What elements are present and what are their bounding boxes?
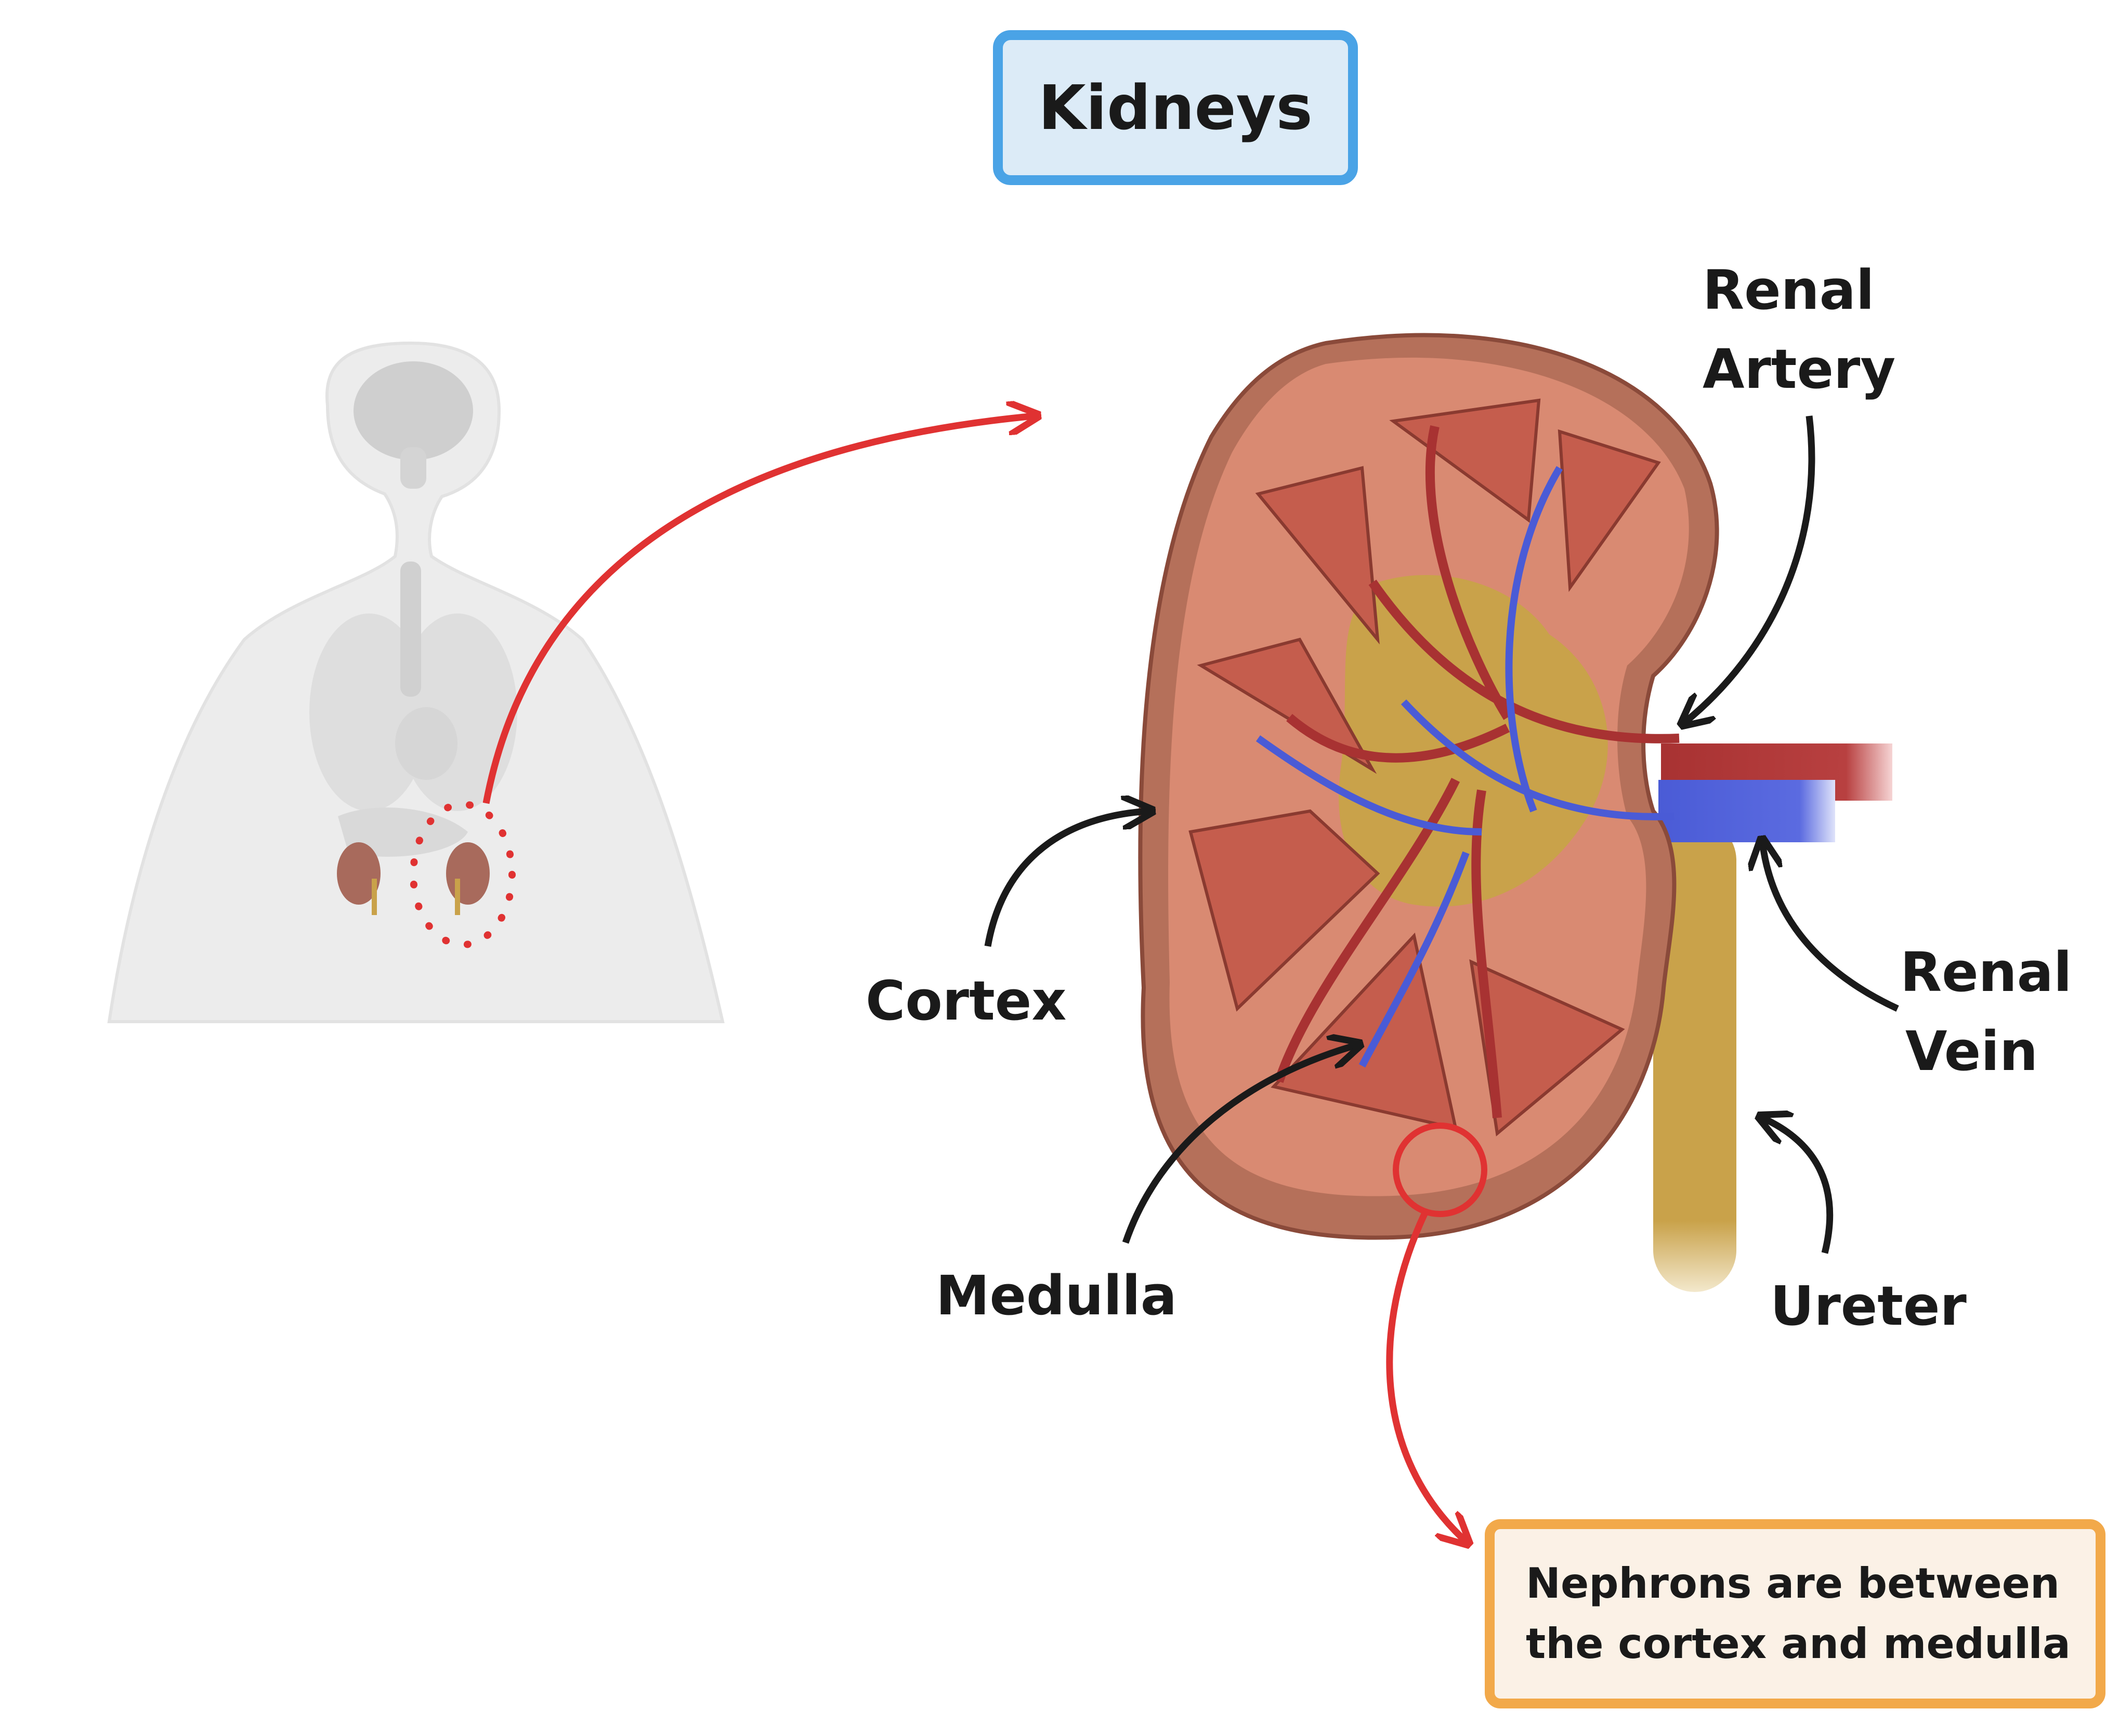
medulla-label: Medulla [936, 1264, 1177, 1327]
cortex-arrow [984, 811, 1149, 947]
renal-artery-label-line1: Renal [1703, 258, 1875, 322]
renal-vein-label-line1: Renal [1900, 941, 2072, 1004]
nephron-note-box: Nephrons are between the cortex and medu… [1485, 1519, 2105, 1708]
medulla-arrow [1122, 1045, 1357, 1244]
renal-vein-arrow [1762, 842, 1899, 1012]
kidney-cross-section [1138, 333, 1892, 1292]
ureter-label: Ureter [1770, 1274, 1967, 1338]
zoom-arrow [482, 416, 1035, 804]
renal-artery-label-line2: Artery [1703, 337, 1896, 401]
page-title: Kidneys [1038, 72, 1313, 143]
cortex-label: Cortex [866, 969, 1067, 1033]
human-body-icon [107, 341, 725, 1023]
renal-vein-label-line2: Vein [1905, 1020, 2038, 1083]
title-box: Kidneys [993, 30, 1358, 185]
note-line1: Nephrons are between [1526, 1559, 2060, 1608]
note-line2: the cortex and medulla [1526, 1620, 2071, 1668]
nephron-highlight-circle [1393, 1122, 1487, 1217]
nephron-arrow [1386, 1212, 1466, 1542]
renal-artery-arrow [1684, 415, 1815, 723]
ureter-arrow [1762, 1118, 1834, 1254]
kidney-highlight-circle [410, 801, 516, 948]
